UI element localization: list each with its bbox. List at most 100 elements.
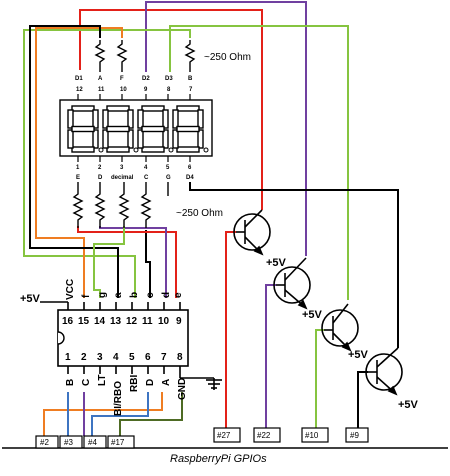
display-top-pin-names: D1 A F D2 D3 B: [75, 76, 193, 82]
pin-name-b: B: [188, 76, 193, 82]
chip-label-g: g: [97, 292, 108, 298]
gpio-pin-3: #3: [59, 435, 83, 449]
display-top-pin-numbers: 12 11 10 9 8 7: [76, 87, 193, 93]
transistor-q1: [233, 209, 271, 256]
chip-body: [57, 309, 189, 367]
resistor-c: [140, 182, 152, 228]
q4-supply-label: +5V: [398, 399, 419, 411]
gpio-label-22: #22: [257, 431, 271, 440]
gpio-label-4: #4: [88, 438, 97, 447]
decoder-chip: VCC f g a b c d e 16 15 14 13 12 11 10 9: [20, 279, 189, 416]
pin-name-d4: D4: [186, 175, 194, 181]
chip-label-a: a: [113, 292, 124, 298]
q2-supply-label: +5V: [302, 309, 323, 321]
chip-pin-8: 8: [177, 352, 183, 363]
pin-number-8: 8: [167, 87, 171, 93]
chip-pin-1: 1: [65, 352, 71, 363]
pin-number-6: 6: [188, 165, 192, 171]
chip-label-gnd: GND: [177, 378, 188, 400]
pin-number-4: 4: [144, 165, 148, 171]
pin-name-g: G: [166, 175, 171, 181]
chip-label-d: d: [161, 292, 172, 298]
wire-d4-black: [189, 182, 399, 348]
chip-label-bin-b: B: [65, 379, 76, 386]
display-bottom-pins: [77, 156, 191, 162]
gpio-label-17: #17: [111, 438, 125, 447]
chip-pin-12: 12: [126, 316, 138, 327]
pin-number-5: 5: [166, 165, 170, 171]
chip-pin-2: 2: [81, 352, 87, 363]
chip-label-bin-a: A: [161, 379, 172, 386]
wire-gpio17-olive: [119, 392, 183, 436]
pin-name-d3: D3: [165, 76, 173, 82]
pin-number-7: 7: [189, 87, 193, 93]
pin-number-11: 11: [98, 87, 105, 93]
wire-gpio9-black: [357, 371, 368, 428]
pin-number-3: 3: [120, 165, 124, 171]
wire-a-black: [29, 25, 119, 298]
chip-pin-15: 15: [78, 316, 90, 327]
resistor-f: [116, 40, 128, 72]
pin-number-1: 1: [76, 165, 80, 171]
gpio-pin-10: #10: [301, 427, 329, 443]
pin-number-10: 10: [120, 87, 127, 93]
pin-name-a: A: [98, 76, 103, 82]
chip-pin-14: 14: [94, 316, 106, 327]
resistor-b: [184, 40, 196, 72]
chip-supply-label: +5V: [20, 293, 41, 305]
ground-icon: [180, 377, 222, 390]
chip-pin-11: 11: [142, 316, 153, 327]
gpio-bus-label: RaspberryPi GPIOs: [170, 453, 267, 465]
transistor-q3: [321, 303, 359, 352]
wire-d3-green: [169, 25, 349, 300]
top-resistors: [94, 40, 196, 72]
wire-gpio22-purple: [265, 284, 276, 428]
gpio-label-9: #9: [350, 431, 359, 440]
chip-top-pin-numbers: 16 15 14 13 12 11 10 9: [62, 316, 182, 327]
chip-label-f: f: [81, 294, 92, 298]
pin-number-12: 12: [76, 87, 83, 93]
chip-label-bin-d: D: [145, 379, 156, 386]
pin-name-d1: D1: [75, 76, 83, 82]
display-top-pins: [77, 94, 191, 100]
gpio-header: #2 #3 #4 #17 #27 #22 #10 #9 Ra: [2, 427, 448, 465]
resistor-bottom-label: ~250 Ohm: [176, 208, 223, 219]
wire-dpin-blue: [91, 392, 149, 436]
gpio-pin-9: #9: [345, 427, 369, 443]
chip-pin-5: 5: [129, 352, 135, 363]
wire-b-green: [23, 29, 191, 298]
chip-pin-3: 3: [97, 352, 103, 363]
gpio-pin-27: #27: [213, 427, 241, 443]
resistor-a: [94, 40, 106, 72]
pin-number-2: 2: [98, 165, 102, 171]
resistor-top-label: ~250 Ohm: [204, 52, 251, 63]
pin-name-decimal: decimal: [111, 175, 134, 181]
chip-label-lt: LT: [97, 375, 108, 386]
wires: [23, 1, 399, 436]
wire-c-black: [145, 230, 151, 298]
wire-gpio27-red: [225, 231, 236, 428]
digit-2: [102, 105, 139, 153]
chip-label-b: b: [129, 292, 140, 298]
pin-name-e: E: [76, 175, 80, 181]
resistor-g: [118, 182, 130, 228]
chip-label-bin-c: C: [81, 379, 92, 386]
seven-segment-display: [59, 99, 213, 157]
q3-supply-label: +5V: [348, 349, 369, 361]
gpio-label-10: #10: [305, 431, 319, 440]
chip-pin-6: 6: [145, 352, 151, 363]
pin-name-d: D: [98, 175, 103, 181]
chip-pin-9: 9: [176, 316, 182, 327]
chip-pin-16: 16: [62, 316, 74, 327]
gpio-pin-17: #17: [107, 435, 135, 449]
pin-name-c: C: [144, 175, 149, 181]
digit-3: [137, 105, 174, 153]
chip-top-pin-labels: VCC f g a b c d e: [65, 279, 184, 300]
wire-g-green: [93, 226, 125, 298]
pin-name-f: F: [120, 76, 124, 82]
chip-bottom-pin-numbers: 1 2 3 4 5 6 7 8: [65, 352, 183, 363]
transistor-q2: [273, 257, 311, 310]
gpio-pin-2: #2: [35, 435, 59, 449]
chip-label-c: c: [145, 292, 156, 298]
